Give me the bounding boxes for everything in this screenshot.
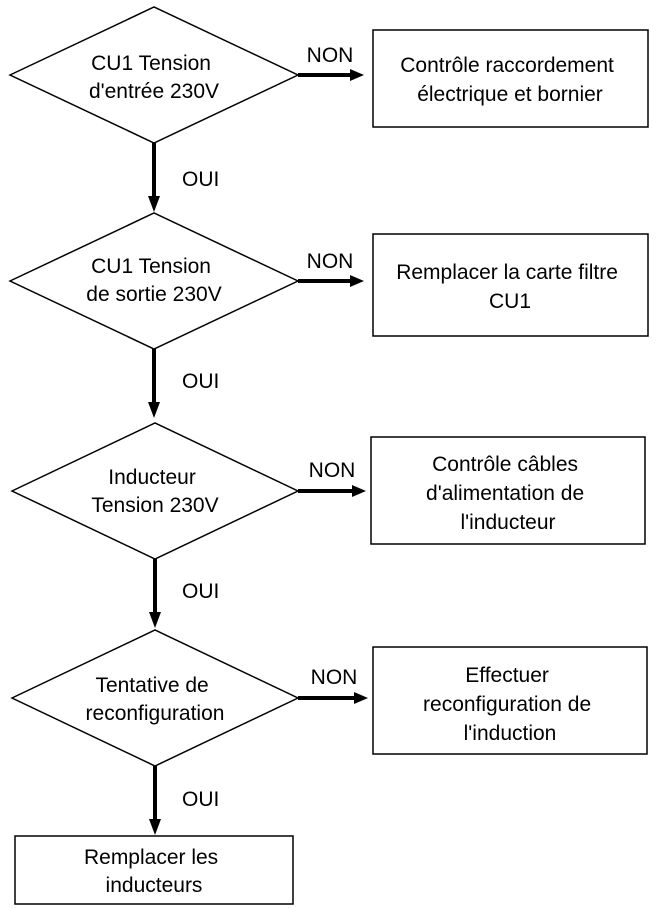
decision-step-3: Inducteur Tension 230V NON Contrôle câbl… bbox=[10, 422, 646, 628]
yes-arrowhead bbox=[148, 402, 160, 418]
final-action-text: Remplacer les inducteurs bbox=[84, 846, 224, 897]
yes-arrowhead bbox=[149, 819, 161, 835]
decision-step-1: CU1 Tension d'entrée 230V NON Contrôle r… bbox=[8, 6, 649, 212]
final-step: Remplacer les inducteurs bbox=[14, 835, 294, 905]
decision-diamond bbox=[10, 422, 300, 560]
action-box bbox=[372, 29, 649, 128]
no-arrowhead bbox=[352, 485, 366, 497]
yes-arrowhead bbox=[148, 196, 160, 212]
action-text: Contrôle câbles d'alimentation de l'indu… bbox=[426, 453, 590, 534]
yes-label: OUI bbox=[182, 370, 219, 393]
no-label: NON bbox=[307, 250, 354, 273]
action-box bbox=[370, 436, 646, 545]
action-box bbox=[372, 233, 649, 337]
decision-text: CU1 Tension d'entrée 230V bbox=[89, 52, 219, 103]
decision-text: Inducteur Tension 230V bbox=[91, 466, 218, 517]
action-text: Effectuer reconfiguration de l'induction bbox=[423, 664, 597, 745]
decision-text: Tentative de reconfiguration bbox=[86, 674, 225, 725]
no-label: NON bbox=[309, 459, 356, 482]
decision-step-2: CU1 Tension de sortie 230V NON Remplacer… bbox=[8, 212, 649, 418]
no-arrowhead bbox=[350, 69, 364, 81]
no-arrowhead bbox=[354, 692, 368, 704]
yes-label: OUI bbox=[182, 168, 219, 191]
no-label: NON bbox=[307, 44, 354, 67]
decision-text: CU1 Tension de sortie 230V bbox=[86, 255, 221, 306]
no-arrowhead bbox=[350, 275, 364, 287]
decision-diamond bbox=[8, 6, 300, 144]
final-action-box bbox=[14, 835, 294, 905]
decision-diamond bbox=[10, 629, 300, 767]
no-label: NON bbox=[311, 666, 358, 689]
yes-label: OUI bbox=[182, 580, 219, 603]
decision-diamond bbox=[8, 212, 300, 350]
yes-label: OUI bbox=[182, 788, 219, 811]
action-box bbox=[372, 646, 648, 755]
action-text: Contrôle raccordement électrique et born… bbox=[400, 54, 619, 106]
decision-step-4: Tentative de reconfiguration NON Effectu… bbox=[10, 629, 648, 835]
action-text: Remplacer la carte filtre CU1 bbox=[396, 261, 624, 313]
yes-arrowhead bbox=[149, 612, 161, 628]
